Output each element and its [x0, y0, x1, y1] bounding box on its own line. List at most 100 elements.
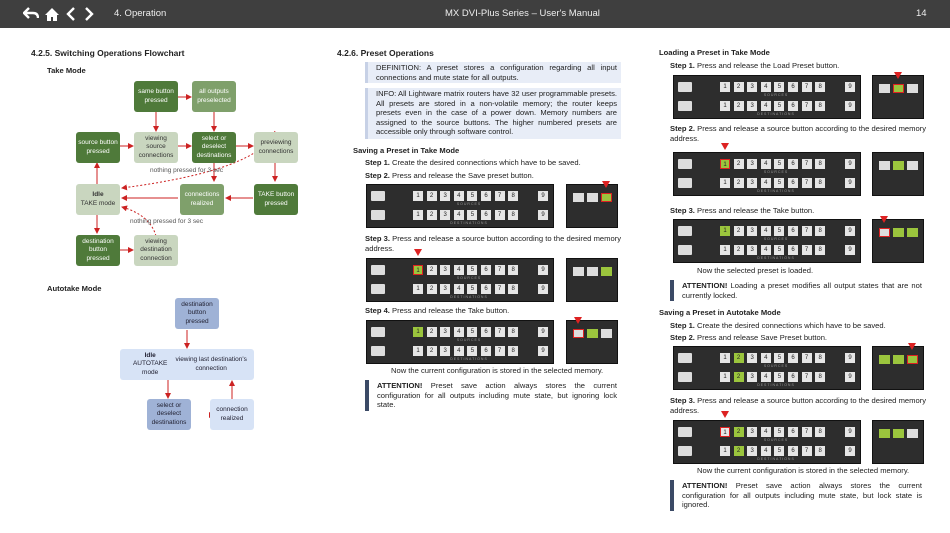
mid-step2: Step 2. Press and release the Save prese…	[365, 171, 621, 181]
panel-row-label: SOURCES	[456, 202, 482, 206]
mid-step2-label: Step 2.	[365, 171, 390, 180]
panel-key: 5	[467, 191, 478, 201]
panel-key: 7	[801, 82, 812, 92]
panel-key: 6	[481, 284, 491, 294]
ra-step3-text: Press and release a source button accord…	[670, 396, 926, 415]
ra-step2-label: Step 2.	[670, 333, 695, 342]
mini-key	[879, 84, 890, 93]
preset-heading: 4.2.6. Preset Operations	[337, 48, 434, 58]
panel-key: 4	[453, 346, 464, 356]
panel-key-9: 9	[538, 265, 548, 275]
panel-key: 4	[760, 178, 771, 188]
panel-key: 1	[720, 353, 730, 363]
mid-att-label: ATTENTION!	[377, 381, 423, 390]
auto-save-title: Saving a Preset in Autotake Mode	[659, 308, 781, 317]
red-arrow-icon	[721, 143, 729, 150]
flowchart-heading: 4.2.5. Switching Operations Flowchart	[31, 48, 185, 58]
mini-r-3	[872, 216, 924, 263]
timeout-label-2: nothing pressed for 3 sec	[130, 218, 203, 225]
panel-key: 5	[774, 82, 785, 92]
auto-node-select: select or deselect destinations	[147, 399, 191, 430]
panel-key: 7	[494, 191, 505, 201]
node-source-pressed: source button pressed	[76, 132, 120, 163]
r-att2-label: ATTENTION!	[682, 481, 728, 490]
panel-key: 7	[801, 245, 812, 255]
r-attention-2: ATTENTION! Preset save action always sto…	[670, 480, 926, 511]
panel-row-label: SOURCES	[763, 438, 789, 442]
panel-row-label: DESTINATIONS	[757, 112, 795, 116]
panel-side-key	[678, 101, 692, 111]
panel-key: 1	[413, 191, 423, 201]
panel-key-9: 9	[845, 245, 855, 255]
mini-key	[587, 193, 598, 202]
undo-icon[interactable]	[22, 5, 40, 23]
panel-row-label: SOURCES	[763, 93, 789, 97]
mini-key	[893, 228, 904, 237]
panel-key: 5	[774, 226, 785, 236]
panel-key-9: 9	[845, 427, 855, 437]
panel-key: 2	[733, 82, 744, 92]
panel-key: 8	[508, 191, 519, 201]
r-att1-label: ATTENTION!	[682, 281, 728, 290]
panel-key: 4	[760, 226, 771, 236]
panel-key: 3	[747, 245, 758, 255]
panel-key: 3	[440, 265, 451, 275]
panel-key: 3	[747, 82, 758, 92]
panel-key: 1	[720, 372, 730, 382]
r-step3: Step 3. Press and release the Take butto…	[670, 206, 814, 216]
panel-key: 5	[467, 327, 478, 337]
panel-side-key	[678, 353, 692, 363]
panel-key-9: 9	[845, 226, 855, 236]
r-step2-text: Press and release a source button accord…	[670, 124, 926, 143]
panel-key: 7	[494, 327, 505, 337]
r-att2-text: Preset save action always stores the cur…	[682, 481, 922, 510]
panel-key: 2	[733, 353, 744, 363]
panel-key-9: 9	[538, 327, 548, 337]
r-attention-1: ATTENTION! Loading a preset modifies all…	[670, 280, 926, 301]
autotake-flow-arrows	[165, 330, 235, 418]
panel-key: 1	[413, 265, 423, 275]
panel-key-9: 9	[845, 82, 855, 92]
chevron-right-icon[interactable]	[80, 5, 98, 23]
home-icon[interactable]	[43, 5, 61, 23]
panel-side-key	[678, 226, 692, 236]
panel-key: 7	[801, 226, 812, 236]
panel-key: 8	[815, 226, 826, 236]
auto-node-conn: connection realized	[210, 399, 254, 430]
mini-key	[601, 267, 612, 276]
mid-stored-note: Now the current configuration is stored …	[391, 366, 604, 375]
panel-key: 8	[815, 159, 826, 169]
panel-key-9: 9	[538, 346, 548, 356]
auto-view-last: viewing last destination's connection	[175, 356, 247, 372]
panel-key: 2	[426, 191, 437, 201]
panel-key: 8	[815, 372, 826, 382]
mid-step3-label: Step 3.	[365, 234, 390, 243]
mini-mid-3	[566, 317, 618, 364]
mini-key	[907, 355, 918, 364]
panel-side-key	[678, 427, 692, 437]
panel-key-9: 9	[845, 159, 855, 169]
panel-row-label: DESTINATIONS	[757, 256, 795, 260]
node-previewing: previewing connections	[254, 132, 298, 163]
mini-key	[907, 429, 918, 438]
panel-key: 8	[508, 265, 519, 275]
panel-key: 3	[747, 353, 758, 363]
chevron-left-icon[interactable]	[62, 5, 80, 23]
panel-key: 3	[747, 427, 758, 437]
panel-row-label: SOURCES	[456, 338, 482, 342]
panel-key: 1	[720, 178, 730, 188]
panel-key: 7	[801, 178, 812, 188]
node-take-pressed: TAKE button pressed	[254, 184, 298, 215]
ra-step2-text: Press and release Save Preset button.	[697, 333, 828, 342]
panel-side-key	[678, 372, 692, 382]
panel-key: 3	[747, 159, 758, 169]
mini-key	[587, 329, 598, 338]
definition-box: DEFINITION: A preset stores a configurat…	[365, 62, 621, 83]
mini-key	[601, 193, 612, 202]
panel-key: 8	[815, 427, 826, 437]
node-view-dest: viewing destination connection	[134, 235, 178, 266]
panel-row-label: DESTINATIONS	[450, 357, 488, 361]
panel-key: 7	[801, 353, 812, 363]
r-loaded-note: Now the selected preset is loaded.	[697, 266, 814, 275]
